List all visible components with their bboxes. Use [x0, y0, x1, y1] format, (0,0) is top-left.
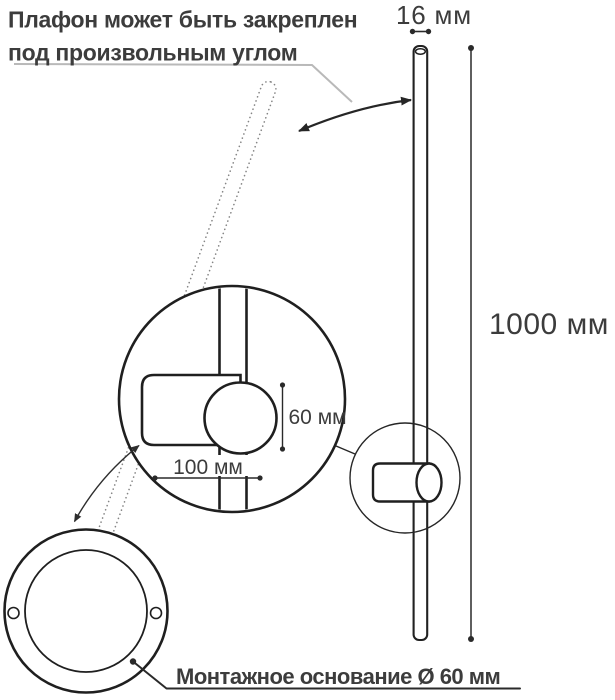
lamp-tube — [412, 44, 429, 642]
magnified-mount-cylinder — [140, 373, 278, 455]
rotation-note-line1: Плафон может быть закреплен — [8, 7, 357, 33]
mount-length-label-mask — [176, 455, 248, 476]
tube-diameter-dimension-line — [409, 28, 432, 35]
mount-cylinder — [371, 462, 443, 503]
base-callout-arrow — [73, 444, 140, 523]
mounting-base-screw-hole-left — [7, 606, 20, 620]
mounting-base-outer-circle — [3, 528, 169, 694]
mount-length-label: 100 мм — [173, 456, 243, 479]
mounting-base-label: Монтажное основание Ø 60 мм — [176, 664, 500, 689]
mounting-base-inner-circle — [24, 549, 148, 673]
rotation-note-leader-line — [13, 63, 353, 103]
mount-height-label: 60 мм — [289, 406, 347, 429]
magnifier-connector-line — [332, 443, 356, 455]
mount-height-dimension-line — [279, 382, 286, 452]
mounting-base-leader-line — [129, 658, 521, 690]
tube-length-dimension-line — [468, 45, 474, 642]
rotation-note-line2: под произвольным углом — [8, 40, 297, 66]
mounting-base-screw-hole-right — [149, 606, 163, 620]
lamp-tube-top-face — [414, 48, 427, 55]
rotation-arrow — [298, 96, 412, 133]
tube-length-label: 1000 мм — [489, 308, 609, 341]
mount-length-dimension-line — [152, 475, 263, 481]
tube-diameter-label: 16 мм — [396, 0, 472, 30]
mounting-base — [3, 528, 169, 694]
mount-detail-circle — [349, 422, 461, 534]
